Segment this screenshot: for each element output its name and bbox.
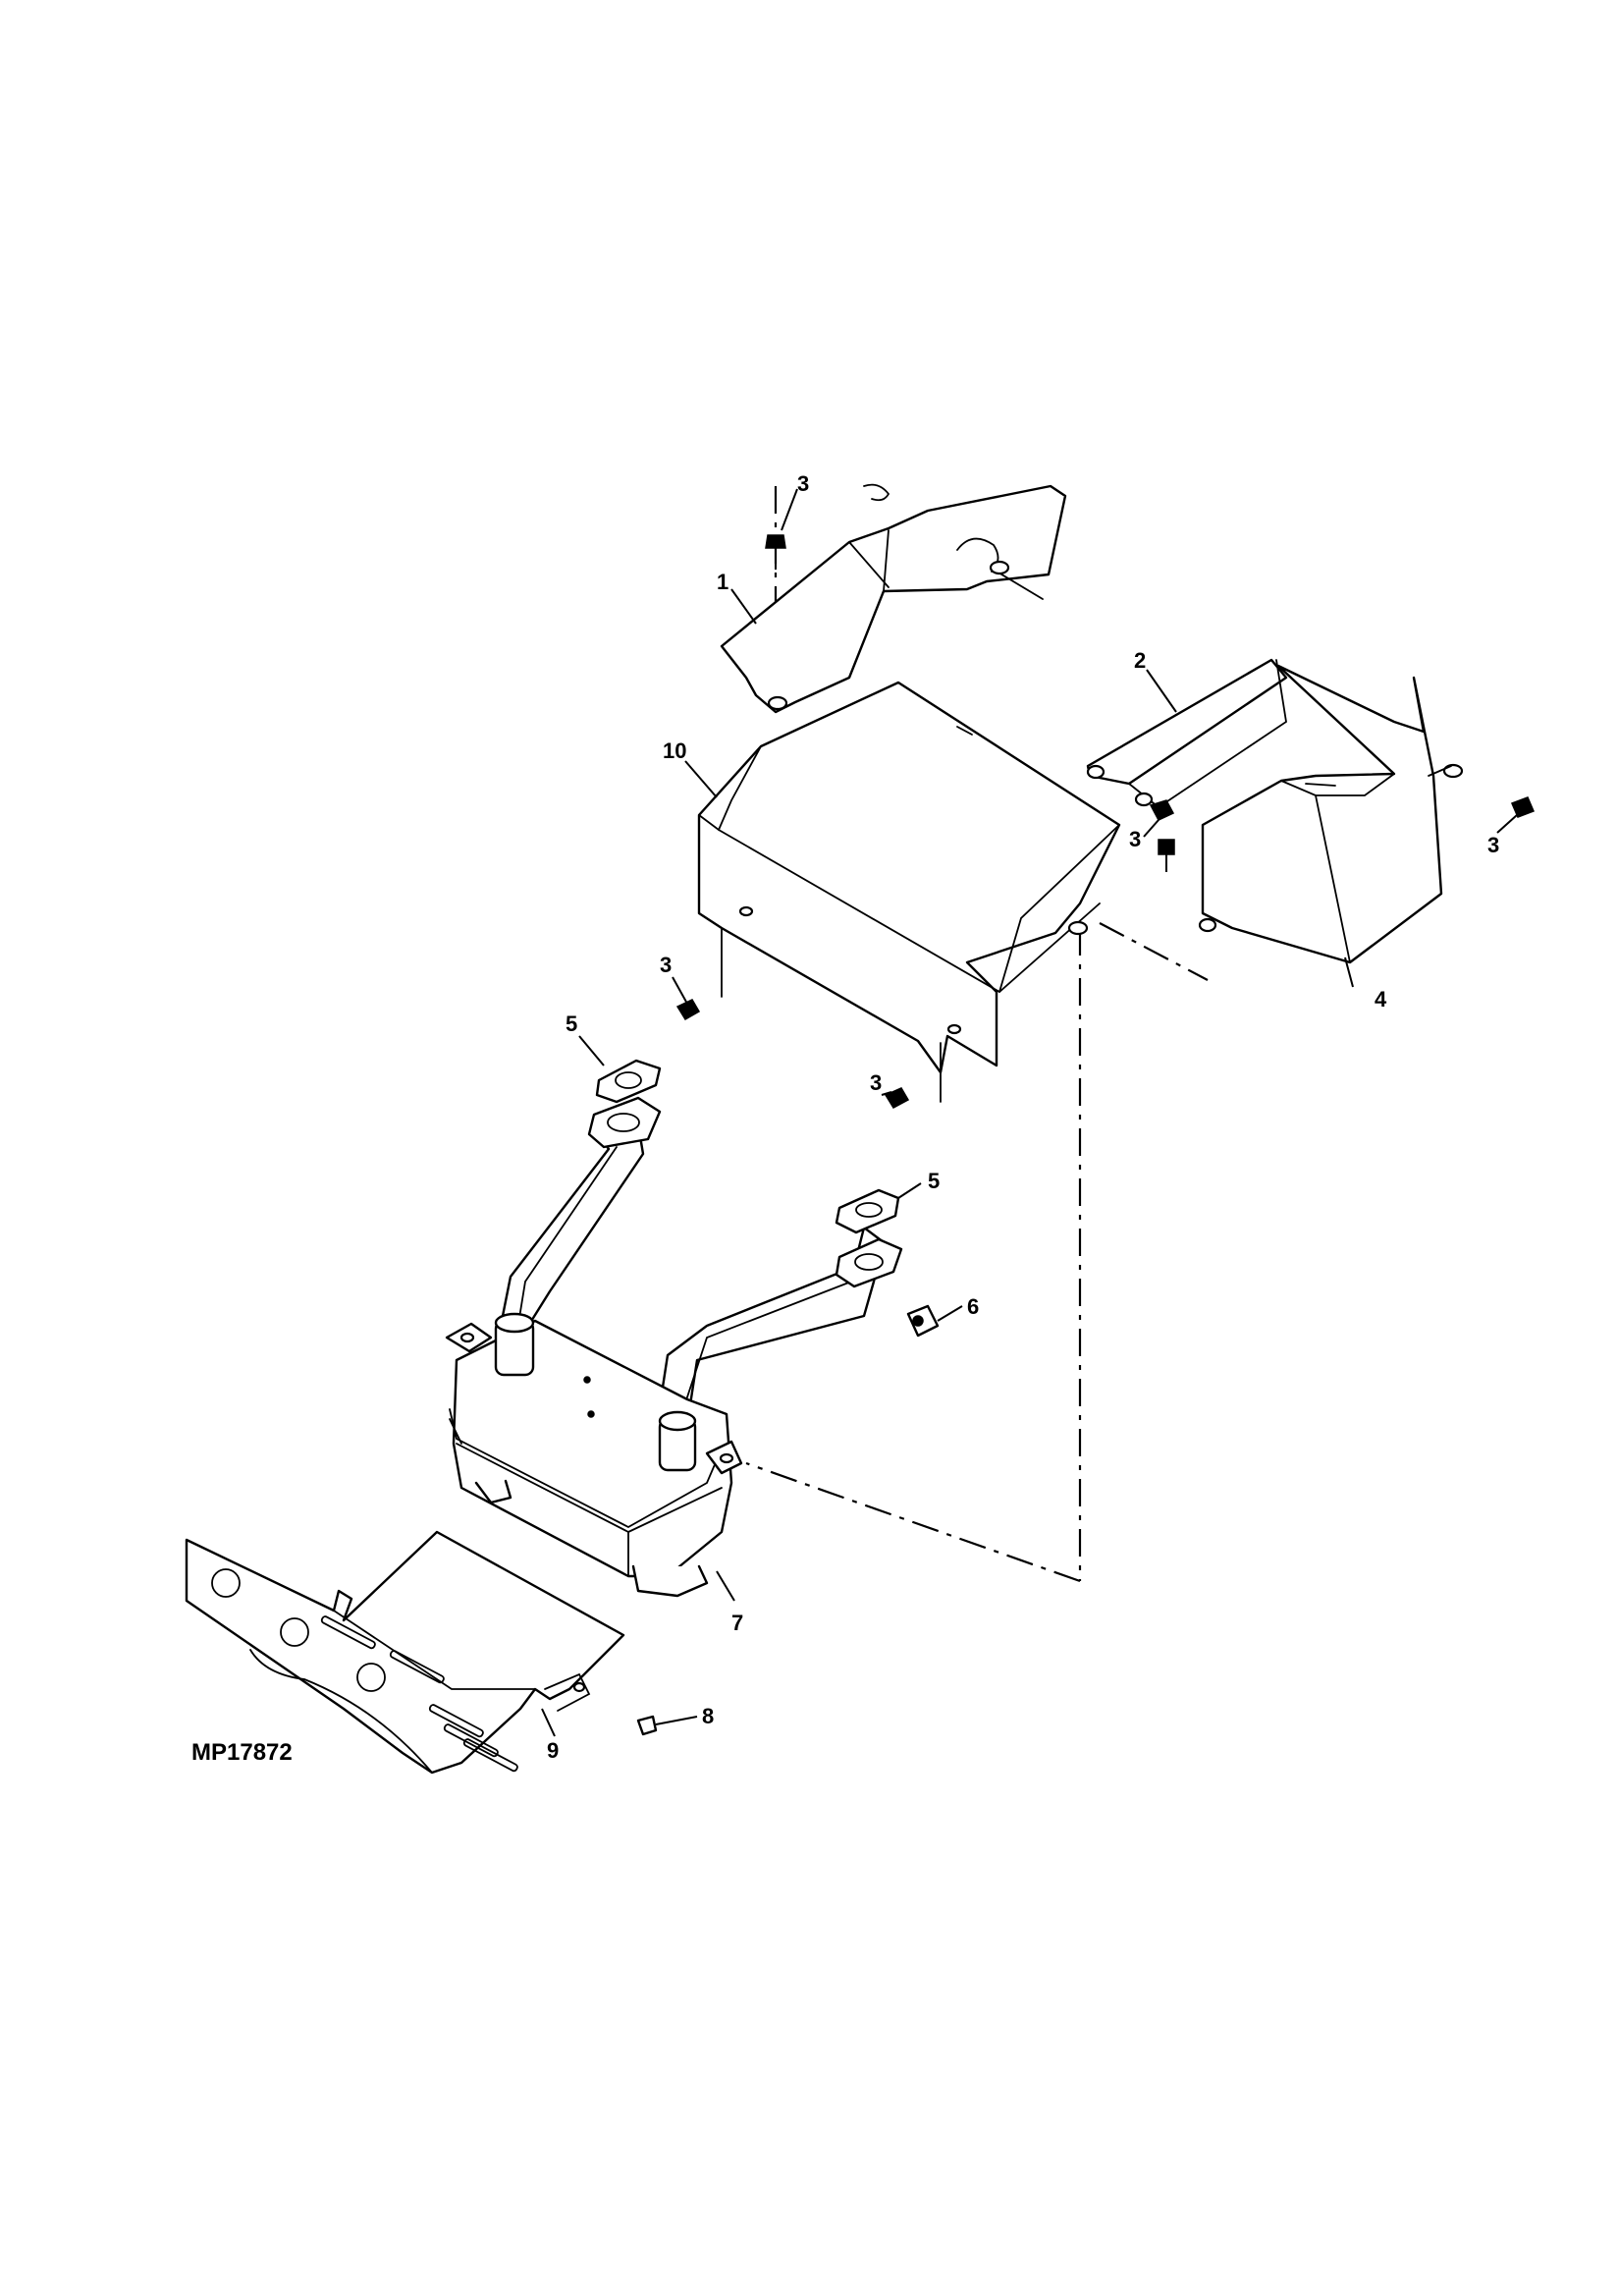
figure-id: MP17872: [191, 1739, 293, 1766]
callout-labels: 1 2 3 3 3 3 3 4 5 5 6 7 8 9 10: [547, 471, 1499, 1763]
callout-3: 3: [870, 1070, 882, 1095]
callout-5: 5: [566, 1011, 577, 1036]
hardware: [636, 534, 1535, 1736]
callout-6: 6: [967, 1294, 979, 1319]
side-bracket: [1086, 658, 1288, 809]
callout-8: 8: [702, 1704, 714, 1728]
heat-shield-upper: [720, 483, 1067, 714]
callout-3: 3: [797, 471, 809, 496]
callout-9: 9: [547, 1738, 559, 1763]
muffler-assembly: [445, 1059, 903, 1598]
side-heat-shield: [1198, 664, 1464, 964]
callout-1: 1: [717, 570, 728, 594]
callout-leaders: [541, 488, 1518, 1737]
callout-2: 2: [1134, 648, 1146, 673]
callout-3: 3: [1487, 833, 1499, 857]
callout-3: 3: [660, 953, 672, 977]
callout-3: 3: [1129, 827, 1141, 851]
muffler-heat-shield: [697, 681, 1121, 1103]
lower-heat-shield: [185, 1530, 625, 1775]
callout-5: 5: [928, 1169, 940, 1193]
callout-7: 7: [731, 1611, 743, 1635]
callout-4: 4: [1375, 987, 1387, 1011]
callout-10: 10: [663, 738, 686, 763]
